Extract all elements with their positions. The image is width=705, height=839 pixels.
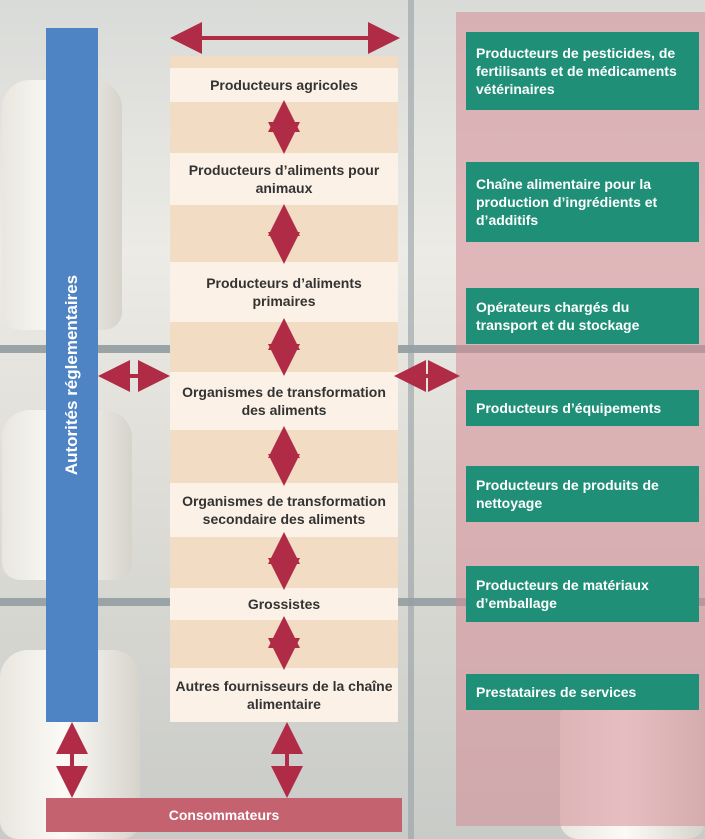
fridge-door-frame xyxy=(408,0,414,839)
related-item-cleaning-producers: Producteurs de produits de nettoyage xyxy=(466,466,699,522)
chain-item-secondary-processors: Organismes de transformation secondaire … xyxy=(170,483,398,537)
consumers-label: Consommateurs xyxy=(168,807,280,823)
chain-item-food-processors: Organismes de transformation des aliment… xyxy=(170,372,398,430)
related-item-service-providers: Prestataires de services xyxy=(466,674,699,710)
chain-item-primary-food-producers: Producteurs d’aliments primaires xyxy=(170,262,398,322)
chain-item-other-suppliers: Autres fournisseurs de la chaîne aliment… xyxy=(170,668,398,722)
chain-item-feed-producers: Producteurs d’aliments pour animaux xyxy=(170,153,398,205)
regulators-bar xyxy=(46,28,98,722)
chain-item-wholesalers: Grossistes xyxy=(170,588,398,620)
related-item-packaging-producers: Producteurs de matériaux d’emballage xyxy=(466,566,699,622)
related-item-equipment-producers: Producteurs d’équipements xyxy=(466,390,699,426)
chain-item-agricultural-producers: Producteurs agricoles xyxy=(170,68,398,102)
related-item-pesticide-producers: Producteurs de pesticides, de fertilisan… xyxy=(466,32,699,110)
related-item-transport-storage: Opérateurs chargés du transport et du st… xyxy=(466,288,699,344)
consumers-bar: Consommateurs xyxy=(46,798,402,832)
related-item-ingredients-chain: Chaîne alimentaire pour la production d’… xyxy=(466,162,699,242)
